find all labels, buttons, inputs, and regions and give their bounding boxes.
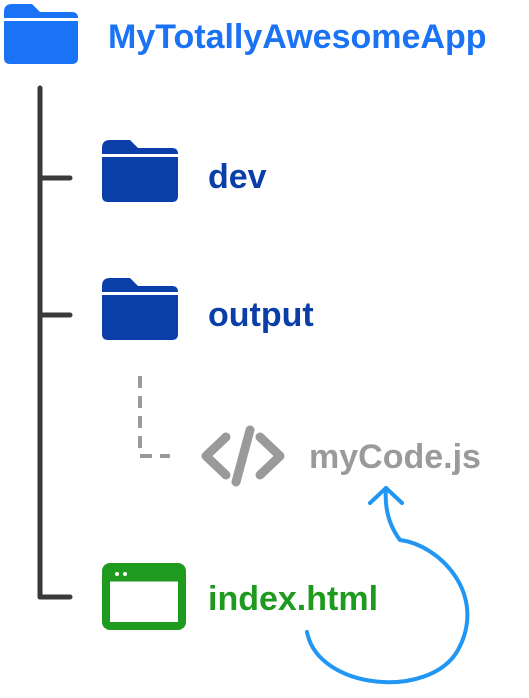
folder-icon bbox=[102, 140, 178, 202]
output-folder-label[interactable]: output bbox=[208, 296, 314, 334]
code-icon bbox=[201, 425, 285, 487]
browser-window-icon bbox=[102, 563, 186, 630]
dev-folder-label[interactable]: dev bbox=[208, 158, 267, 196]
curved-arrow-icon bbox=[305, 486, 470, 685]
root-folder-label[interactable]: MyTotallyAwesomeApp bbox=[108, 18, 487, 56]
folder-icon bbox=[102, 278, 178, 340]
html-file-label[interactable]: index.html bbox=[208, 580, 379, 618]
dashed-connector bbox=[138, 376, 170, 458]
js-file-label[interactable]: myCode.js bbox=[309, 438, 481, 476]
folder-icon bbox=[4, 4, 78, 64]
